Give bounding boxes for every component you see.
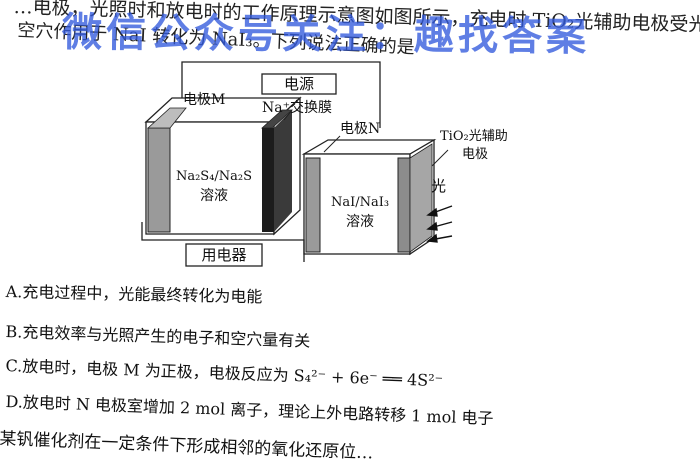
tio2-label-line1: TiO₂光辅助 [440, 129, 508, 144]
tio2-pointer [431, 149, 449, 167]
electrode-n-label: 电极N [340, 121, 380, 137]
membrane-pointer-line [283, 109, 293, 121]
tio2-electrode [397, 143, 433, 253]
load-label: 用电器 [201, 246, 246, 264]
tio2-label-line2: 电极 [462, 147, 488, 162]
electrode-n [305, 157, 321, 253]
membrane-label: Na⁺交换膜 [262, 99, 332, 116]
external-circuit-top [181, 61, 381, 128]
load-box [185, 243, 263, 267]
right-solution-label: 溶液 [346, 214, 374, 230]
power-source-label: 电源 [284, 75, 314, 93]
external-circuit-bottom [141, 222, 305, 262]
right-solution-formula: NaI/NaI₃ [331, 195, 389, 210]
electrode-m [146, 107, 187, 233]
left-solution-label: 溶液 [200, 188, 228, 204]
electrode-n-pointer [323, 135, 341, 153]
left-solution-formula: Na₂S₄/Na₂S [176, 169, 252, 184]
electrode-m-label: 电极M [183, 92, 225, 108]
na-exchange-membrane [260, 109, 294, 232]
light-arrows [426, 205, 453, 243]
light-label: 光 [431, 177, 446, 195]
power-source-box [261, 73, 337, 95]
